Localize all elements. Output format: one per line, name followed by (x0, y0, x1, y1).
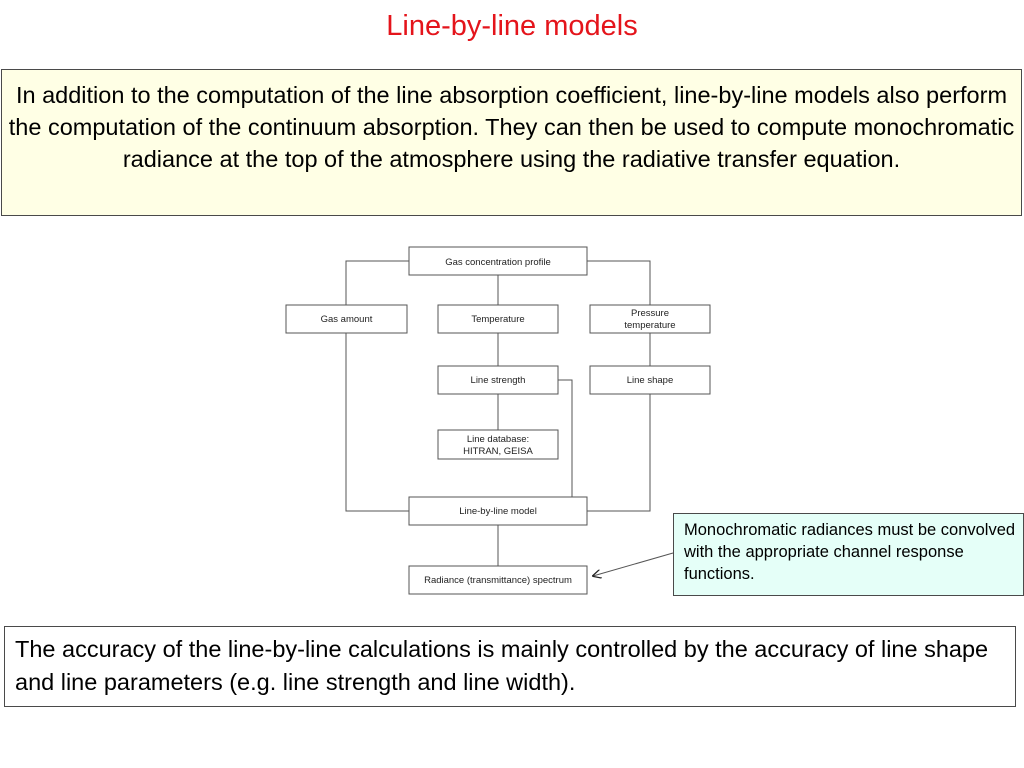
svg-text:Gas amount: Gas amount (321, 314, 373, 325)
svg-text:Temperature: Temperature (471, 314, 524, 325)
svg-text:Radiance (transmittance) spect: Radiance (transmittance) spectrum (424, 575, 572, 586)
footer-text-box: The accuracy of the line-by-line calcula… (4, 626, 1016, 707)
svg-text:Line database:: Line database: (467, 434, 529, 445)
connector-shape-model (587, 394, 651, 512)
node-gas-concentration-profile: Gas concentration profile (408, 246, 588, 276)
diagram-connectors (345, 260, 674, 576)
svg-text:Line strength: Line strength (471, 375, 526, 386)
intro-text-box: In addition to the computation of the li… (1, 69, 1022, 216)
connector-profile-left (345, 260, 409, 305)
connector-profile-right (587, 260, 651, 305)
svg-text:Line-by-line model: Line-by-line model (459, 506, 537, 517)
node-temperature: Temperature (437, 304, 559, 334)
node-pressure-temperature: Pressure temperature (589, 304, 711, 334)
slide-title: Line-by-line models (386, 10, 638, 42)
node-line-strength: Line strength (437, 365, 559, 395)
svg-text:Line shape: Line shape (627, 375, 673, 386)
svg-text:temperature: temperature (624, 320, 675, 331)
note-callout-box: Monochromatic radiances must be convolve… (673, 513, 1024, 596)
svg-text:Gas concentration profile: Gas concentration profile (445, 257, 551, 268)
svg-text:Pressure: Pressure (631, 308, 669, 319)
note-arrow (593, 552, 674, 576)
node-radiance-spectrum: Radiance (transmittance) spectrum (408, 565, 588, 595)
node-line-shape: Line shape (589, 365, 711, 395)
node-line-by-line-model: Line-by-line model (408, 496, 588, 526)
svg-text:HITRAN, GEISA: HITRAN, GEISA (463, 446, 533, 457)
node-gas-amount: Gas amount (285, 304, 408, 334)
connector-strength-model (558, 379, 573, 497)
node-line-database: Line database: HITRAN, GEISA (437, 429, 559, 460)
connector-gasamount-model (345, 333, 409, 512)
